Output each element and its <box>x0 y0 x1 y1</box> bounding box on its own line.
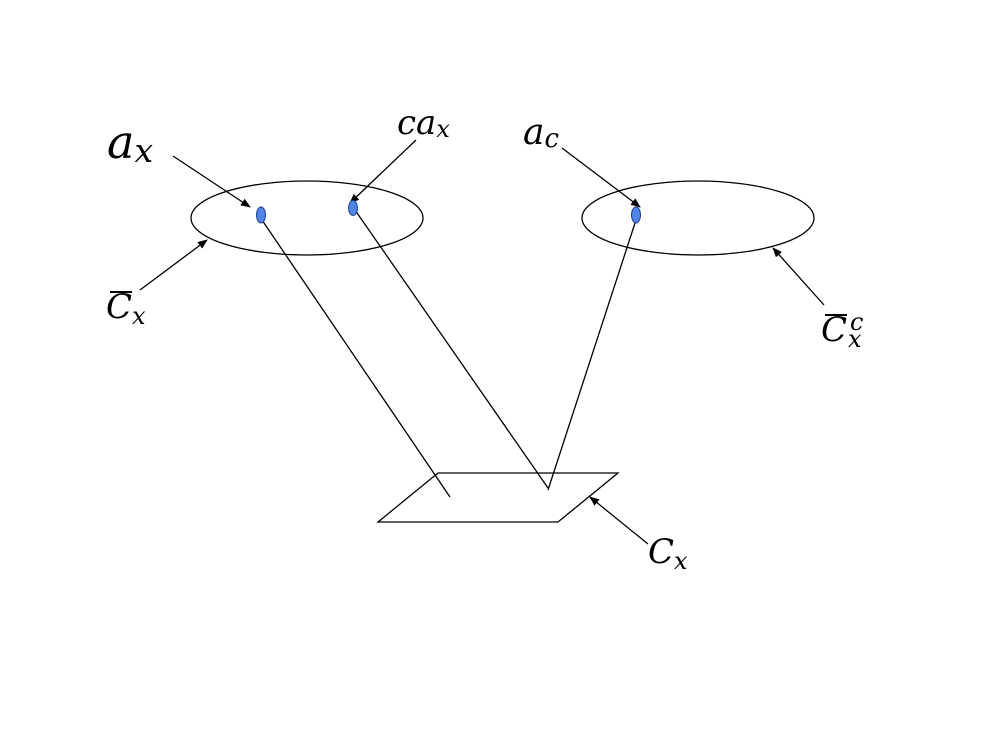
label-cbar-x-c: C c x <box>821 308 863 353</box>
svg-text:c: c <box>850 308 863 336</box>
point-ca-x <box>348 200 358 216</box>
mapping-line-ca-x <box>354 209 549 489</box>
mapping-line-a-x <box>261 219 451 498</box>
arrow-ca-x <box>349 139 417 204</box>
label-cbar-x: Cx <box>106 287 146 330</box>
mapping-line-a-c <box>547 219 637 491</box>
label-ca-x: cax <box>397 103 450 143</box>
arrow-cbar-x-c <box>772 247 825 306</box>
point-a-c <box>631 206 641 224</box>
set-cbar-x-c-ellipse <box>581 180 815 256</box>
point-a-x <box>256 206 266 224</box>
set-c-x-parallelogram <box>376 472 620 523</box>
set-cbar-x-ellipse <box>190 180 424 256</box>
label-a-x: ax <box>107 115 153 170</box>
label-c-x: Cx <box>648 532 688 575</box>
label-a-c: ac <box>523 112 559 154</box>
arrow-cbar-x <box>139 239 208 291</box>
arrow-a-x <box>172 155 251 208</box>
svg-text:x: x <box>848 325 862 353</box>
svg-text:C: C <box>821 310 847 350</box>
svg-text:Cx: Cx <box>106 287 146 330</box>
arrow-c-x <box>589 496 649 545</box>
arrow-a-c <box>561 147 641 208</box>
